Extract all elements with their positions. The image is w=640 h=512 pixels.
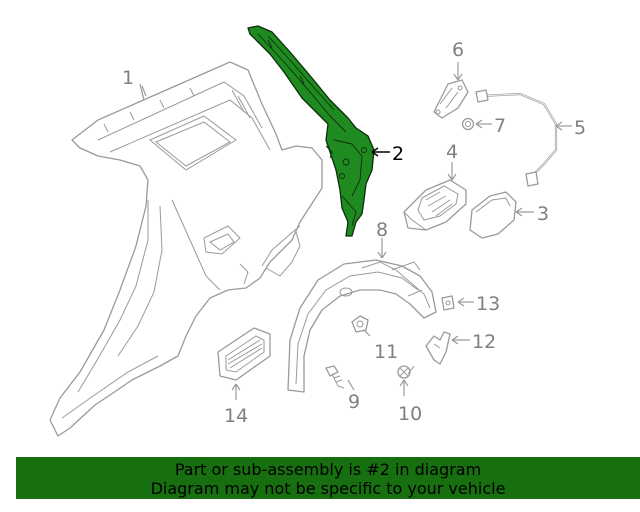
callout-4: 4	[446, 141, 458, 163]
callout-8: 8	[376, 219, 388, 241]
callout-10: 10	[398, 403, 422, 425]
callout-7: 7	[494, 115, 506, 137]
part-8-wheelhouse-liner	[287, 259, 437, 393]
callout-11: 11	[374, 341, 398, 363]
banner-line-1: Part or sub-assembly is #2 in diagram	[174, 460, 482, 479]
part-1-quarter-panel	[49, 61, 323, 437]
part-5-release-cable	[475, 89, 558, 187]
callout-9: 9	[348, 391, 360, 413]
part-4-filler-housing	[403, 179, 467, 231]
part-11-clip	[351, 315, 369, 333]
part-2-bracket-highlighted	[247, 25, 375, 237]
part-10-bolt	[397, 365, 415, 379]
part-7-clip	[461, 117, 475, 131]
banner-line-2: Diagram may not be specific to your vehi…	[150, 479, 506, 498]
callout-1: 1	[122, 67, 134, 89]
part-13-clip	[441, 295, 455, 311]
callout-13: 13	[476, 293, 500, 315]
callout-3: 3	[537, 203, 549, 225]
info-banner: Part or sub-assembly is #2 in diagram Di…	[16, 457, 640, 499]
part-6-actuator-bracket	[433, 79, 469, 119]
callout-5: 5	[574, 117, 586, 139]
callout-14: 14	[224, 405, 248, 427]
part-12-bracket	[425, 331, 451, 365]
callout-6: 6	[452, 39, 464, 61]
part-3-fuel-door	[469, 191, 517, 239]
part-14-vent	[217, 327, 271, 381]
callout-12: 12	[472, 331, 496, 353]
part-9-screw	[325, 365, 345, 389]
callout-2: 2	[392, 143, 404, 165]
parts-diagram: 1 2 3 4 5	[49, 25, 586, 437]
